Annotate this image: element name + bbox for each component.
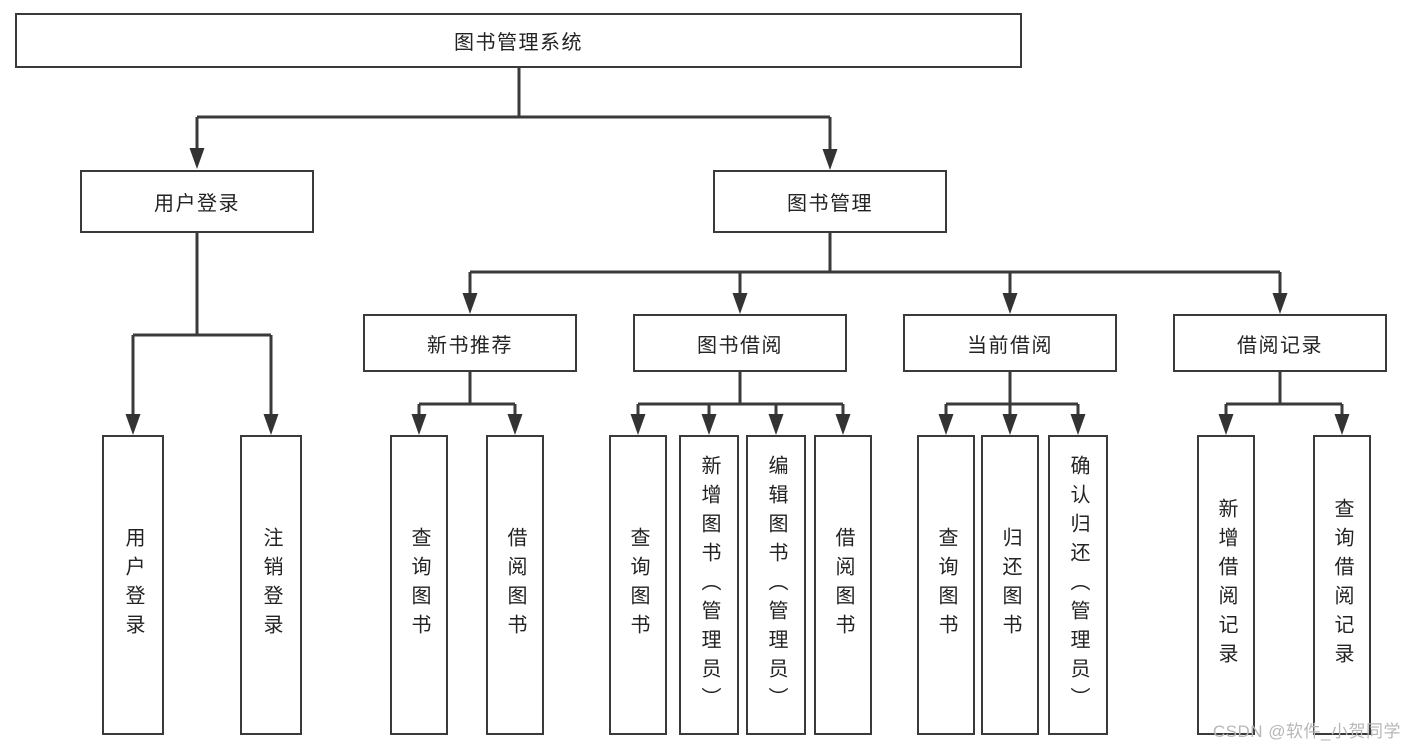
node-user-login-action: 用户登录	[102, 435, 164, 735]
node-label: 借阅图书	[832, 527, 854, 643]
node-borrowing-records: 借阅记录	[1173, 314, 1387, 372]
node-label: 新增借阅记录	[1215, 498, 1237, 672]
node-logout-action: 注销登录	[240, 435, 302, 735]
node-book-management: 图书管理	[713, 170, 947, 233]
node-label: 借阅图书	[504, 527, 526, 643]
node-book-borrowing: 图书借阅	[633, 314, 847, 372]
node-label: 查询图书	[408, 527, 430, 643]
node-label: 查询图书	[935, 527, 957, 643]
node-label: 查询借阅记录	[1331, 498, 1353, 672]
node-label: 用户登录	[154, 193, 240, 215]
node-recommend-query-books: 查询图书	[390, 435, 448, 735]
node-label: 新书推荐	[427, 334, 513, 357]
node-new-book-recommendation: 新书推荐	[363, 314, 577, 372]
node-label: 注销登录	[260, 527, 282, 643]
watermark: CSDN @软件_小贺同学	[1212, 722, 1401, 741]
node-label: 新增图书（管理员）	[698, 454, 720, 716]
node-recommend-borrow-books: 借阅图书	[486, 435, 544, 735]
node-label: 归还图书	[999, 527, 1021, 643]
node-label: 图书借阅	[697, 334, 783, 357]
node-borrowing-borrow-books: 借阅图书	[814, 435, 872, 735]
node-query-borrow-record: 查询借阅记录	[1313, 435, 1371, 735]
node-library-management-system: 图书管理系统	[15, 13, 1022, 68]
node-confirm-return-admin: 确认归还（管理员）	[1048, 435, 1108, 735]
node-current-query-books: 查询图书	[917, 435, 975, 735]
node-label: 借阅记录	[1237, 334, 1323, 357]
node-add-book-admin: 新增图书（管理员）	[679, 435, 739, 735]
node-label: 用户登录	[122, 527, 144, 643]
node-label: 查询图书	[627, 527, 649, 643]
node-add-borrow-record: 新增借阅记录	[1197, 435, 1255, 735]
node-borrowing-query-books: 查询图书	[609, 435, 667, 735]
node-edit-book-admin: 编辑图书（管理员）	[746, 435, 806, 735]
node-label: 图书管理系统	[454, 32, 583, 54]
node-return-books: 归还图书	[981, 435, 1039, 735]
node-label: 编辑图书（管理员）	[765, 454, 787, 716]
node-current-borrowing: 当前借阅	[903, 314, 1117, 372]
node-label: 当前借阅	[967, 334, 1053, 357]
node-label: 确认归还（管理员）	[1067, 454, 1089, 716]
node-label: 图书管理	[787, 193, 873, 215]
node-user-login: 用户登录	[80, 170, 314, 233]
